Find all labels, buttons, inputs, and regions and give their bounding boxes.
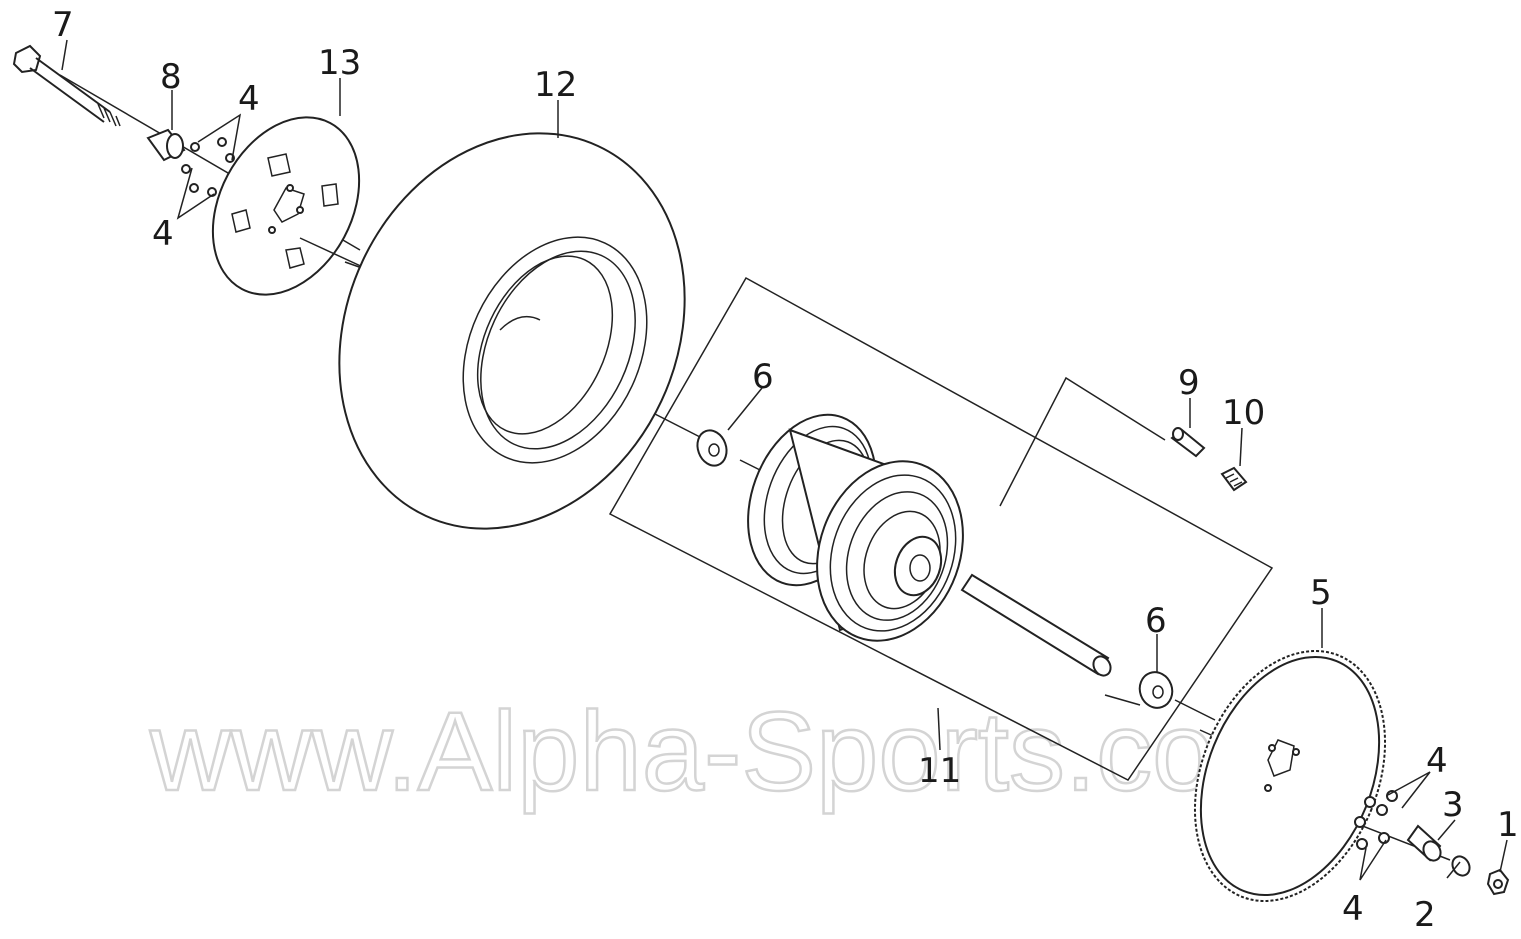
callout-3: 3 <box>1442 785 1464 825</box>
spacer-part-3 <box>1406 824 1442 862</box>
callout-8: 8 <box>160 57 182 97</box>
callout-2: 2 <box>1414 895 1436 935</box>
rim-wheel <box>747 413 964 642</box>
valve-cap-part-10 <box>1220 466 1248 492</box>
callout-1: 1 <box>1497 805 1519 845</box>
callout-4-bottom-right: 4 <box>1342 889 1364 929</box>
watermark-text: www.Alpha-Sports.com <box>149 689 1308 814</box>
nuts-part-4-left <box>176 113 242 220</box>
washer-part-2 <box>1451 855 1471 877</box>
brake-disc-part-13 <box>211 116 366 296</box>
callout-4-bottom-left: 4 <box>152 214 174 254</box>
bushing-part-6-left <box>696 429 728 467</box>
callout-11: 11 <box>918 751 961 791</box>
callout-4-top-left: 4 <box>238 79 260 119</box>
spacer-part-8 <box>146 128 186 162</box>
callout-4-top-right: 4 <box>1426 741 1448 781</box>
tire-part-12 <box>338 132 686 530</box>
callout-5: 5 <box>1310 573 1332 613</box>
callout-13: 13 <box>318 43 361 83</box>
bushing-part-6-right <box>1138 671 1174 709</box>
leader-lines <box>61 39 1508 879</box>
callout-6-top: 6 <box>752 357 774 397</box>
rim-assembly-box-part-11 <box>608 276 1274 781</box>
nuts-part-4-right <box>1354 771 1431 881</box>
sprocket-part-5 <box>1193 650 1387 902</box>
axle-bolt-part-7 <box>12 44 121 127</box>
callout-9: 9 <box>1178 363 1200 403</box>
callout-12: 12 <box>534 65 577 105</box>
axle-tube <box>960 573 1112 677</box>
callout-6-bottom: 6 <box>1145 601 1167 641</box>
nut-part-1 <box>1486 868 1510 896</box>
valve-part-9 <box>1170 427 1206 458</box>
callout-7: 7 <box>52 5 74 45</box>
callouts: 7 8 4 13 4 12 6 9 10 6 5 11 4 3 1 4 2 <box>52 5 1519 935</box>
callout-10: 10 <box>1222 393 1265 433</box>
